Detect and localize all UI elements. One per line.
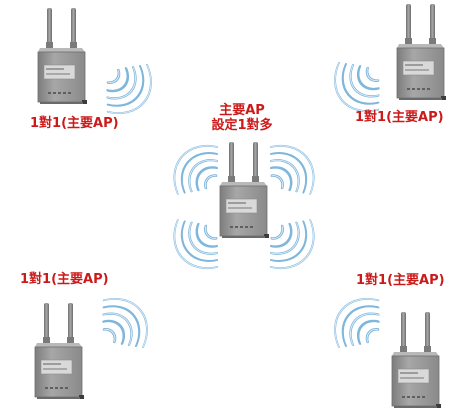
remote-label-bottom-right: 1對1(主要AP) — [356, 273, 445, 288]
remote-label-top-left: 1對1(主要AP) — [30, 116, 119, 131]
center-ap-label: 主要AP 設定1對多 — [206, 103, 278, 133]
access-point-icon — [34, 302, 85, 400]
remote-label-top-right: 1對1(主要AP) — [355, 110, 444, 125]
center-ap-title: 主要AP — [219, 103, 265, 118]
access-point-icon — [391, 311, 442, 409]
center-ap-subtitle: 設定1對多 — [211, 118, 273, 133]
access-point-icon — [396, 3, 447, 101]
access-point-icon — [219, 141, 270, 239]
wireless-signal-icon — [256, 207, 328, 282]
wireless-signal-icon — [88, 284, 162, 361]
access-point-icon — [37, 7, 88, 105]
remote-label-bottom-left: 1對1(主要AP) — [20, 272, 109, 287]
wireless-signal-icon — [320, 284, 394, 361]
wireless-signal-icon — [256, 132, 328, 207]
wireless-signal-icon — [92, 51, 166, 128]
